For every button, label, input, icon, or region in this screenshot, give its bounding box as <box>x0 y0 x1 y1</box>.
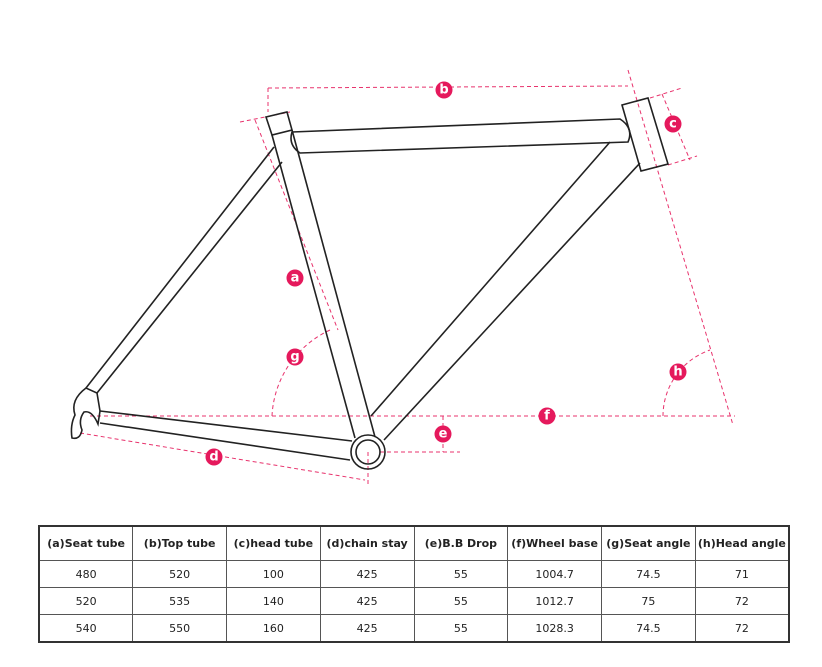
svg-text:d: d <box>209 450 218 465</box>
geometry-table: (a)Seat tube (b)Top tube (c)head tube (d… <box>38 525 790 643</box>
table-cell: 1012.7 <box>507 587 602 615</box>
table-header-row: (a)Seat tube (b)Top tube (c)head tube (d… <box>38 525 790 561</box>
svg-text:a: a <box>291 271 300 286</box>
table-cell: 72 <box>694 587 790 615</box>
table-cell: 425 <box>319 614 415 643</box>
table-cell: 520 <box>132 560 227 588</box>
label-d: d <box>205 448 223 466</box>
table-cell: 55 <box>413 587 509 615</box>
svg-text:e: e <box>439 427 448 442</box>
header-bb-drop: (e)B.B Drop <box>413 525 509 561</box>
label-e: e <box>434 425 452 443</box>
table-cell: 71 <box>694 560 790 588</box>
svg-text:g: g <box>290 350 299 365</box>
label-b: b <box>435 81 453 99</box>
table-cell: 74.5 <box>601 560 696 588</box>
svg-text:c: c <box>669 117 677 132</box>
label-f: f <box>538 407 556 425</box>
table-cell: 520 <box>38 587 134 615</box>
table-cell: 480 <box>38 560 134 588</box>
dimension-lines <box>79 69 735 486</box>
header-top-tube: (b)Top tube <box>132 525 227 561</box>
label-c: c <box>664 115 682 133</box>
table-cell: 100 <box>226 560 321 588</box>
table-cell: 55 <box>413 560 509 588</box>
svg-text:f: f <box>544 409 550 424</box>
header-seat-angle: (g)Seat angle <box>601 525 696 561</box>
header-head-angle: (h)Head angle <box>694 525 790 561</box>
table-cell: 425 <box>319 560 415 588</box>
table-cell: 540 <box>38 614 134 643</box>
table-cell: 55 <box>413 614 509 643</box>
header-wheel-base: (f)Wheel base <box>507 525 602 561</box>
svg-text:b: b <box>439 83 448 98</box>
header-seat-tube: (a)Seat tube <box>38 525 134 561</box>
header-head-tube: (c)head tube <box>226 525 321 561</box>
header-chain-stay: (d)chain stay <box>319 525 415 561</box>
table-cell: 550 <box>132 614 227 643</box>
table-cell: 72 <box>694 614 790 643</box>
table-cell: 425 <box>319 587 415 615</box>
svg-text:h: h <box>673 365 682 380</box>
table-cell: 1004.7 <box>507 560 602 588</box>
table-cell: 160 <box>226 614 321 643</box>
bike-frame-diagram: a b c d e f g h <box>70 69 735 486</box>
table-cell: 74.5 <box>601 614 696 643</box>
frame-tubes <box>70 97 670 470</box>
table-cell: 140 <box>226 587 321 615</box>
label-g: g <box>286 348 304 366</box>
label-h: h <box>669 363 687 381</box>
label-a: a <box>286 269 304 287</box>
table-cell: 1028.3 <box>507 614 602 643</box>
table-cell: 535 <box>132 587 227 615</box>
table-cell: 75 <box>601 587 696 615</box>
